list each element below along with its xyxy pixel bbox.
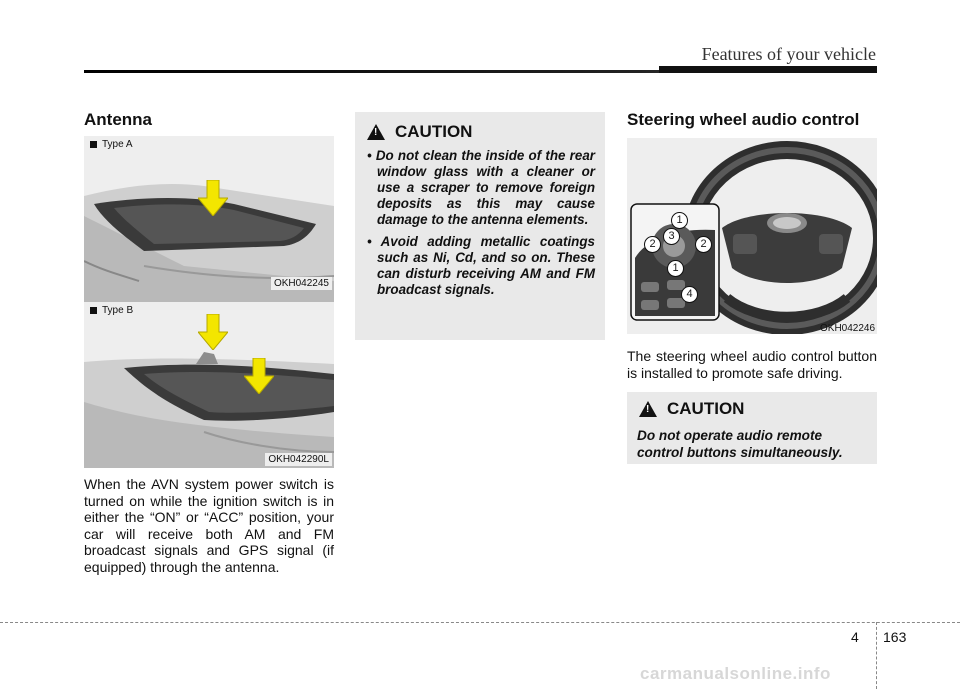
warning-triangle-icon [639,401,657,417]
arrow-down-icon [198,314,228,350]
type-a-label: Type A [90,139,133,150]
arrow-down-icon [198,180,228,216]
caution-item: • Do not clean the inside of the rear wi… [367,148,595,227]
caution-heading: CAUTION [367,122,595,142]
caution-item: • Avoid adding metallic coatings such as… [367,234,595,297]
header-rule [84,70,877,73]
callout-badge: 4 [681,286,698,303]
callout-badge: 2 [695,236,712,253]
footer-rule [0,622,960,623]
caution-text: Do not operate audio remote control butt… [637,428,843,460]
chapter-number: 4 [851,629,859,645]
header-rule-accent [659,66,877,73]
caution-list: • Do not clean the inside of the rear wi… [365,148,595,298]
caution-heading: CAUTION [639,399,867,419]
callout-badge: 2 [644,236,661,253]
footer-divider [876,622,878,689]
arrow-down-icon [244,358,274,394]
type-b-figure-code: OKH042290L [265,453,332,466]
warning-triangle-icon [367,124,385,140]
steering-heading: Steering wheel audio control [627,110,860,129]
car-shark-fin-illustration [84,302,334,468]
steering-description: The steering wheel audio control button … [627,348,877,381]
callout-badge: 1 [671,212,688,229]
antenna-heading: Antenna [84,110,152,129]
steering-figure-code: OKH042246 [820,323,876,334]
antenna-type-a-figure: Type A OKH042245 [84,136,334,302]
page-number: 163 [883,629,907,645]
steering-wheel-figure: 1 2 3 2 1 4 [627,138,877,334]
callout-badge: 1 [667,260,684,277]
caution-box-antenna: CAUTION • Do not clean the inside of the… [355,112,605,340]
page-header-title: Features of your vehicle [701,44,876,64]
callout-badge: 3 [663,228,680,245]
watermark: carmanualsonline.info [640,664,831,683]
antenna-type-b-figure: Type B OKH042290L [84,302,334,468]
type-b-label: Type B [90,305,133,316]
antenna-description: When the AVN system power switch is turn… [84,476,334,575]
caution-box-steering: CAUTION Do not operate audio remote cont… [627,392,877,464]
type-a-figure-code: OKH042245 [270,277,332,290]
